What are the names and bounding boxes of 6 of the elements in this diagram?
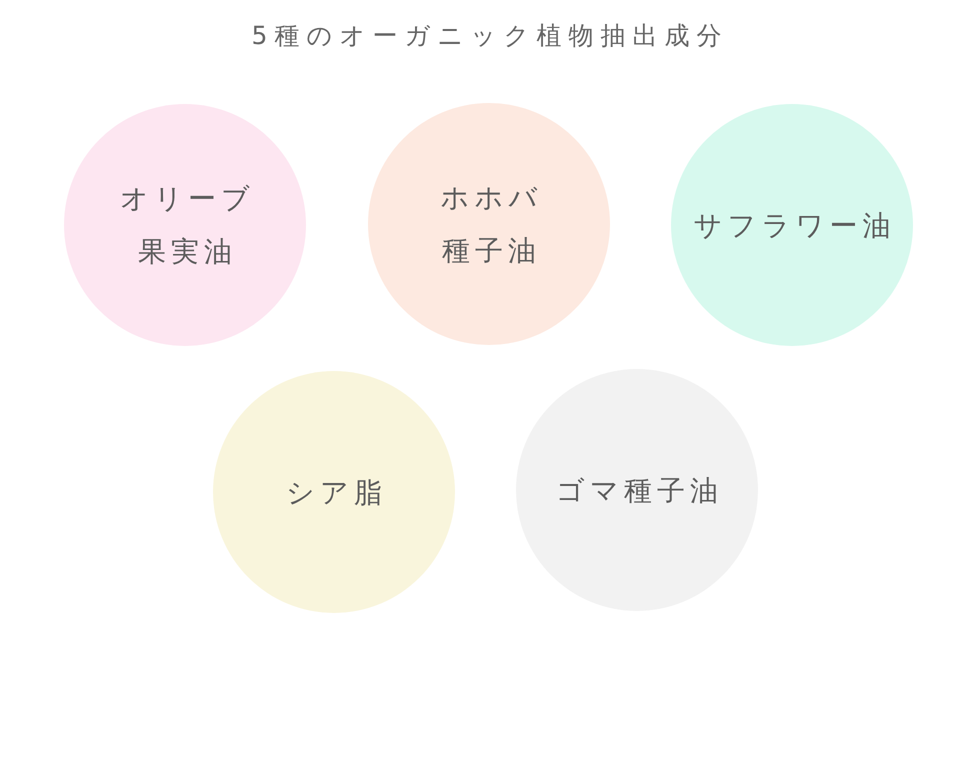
- ingredient-name: シア脂: [285, 474, 387, 510]
- ingredient-name: サフラワー油: [692, 208, 896, 244]
- ingredient-name: ホホバ種子油: [440, 180, 544, 269]
- diagram-title: 5種のオーガニック植物抽出成分: [250, 20, 730, 52]
- ingredient-name: ゴマ種子油: [555, 472, 723, 508]
- ingredient-name: オリーブ果実油: [119, 181, 256, 270]
